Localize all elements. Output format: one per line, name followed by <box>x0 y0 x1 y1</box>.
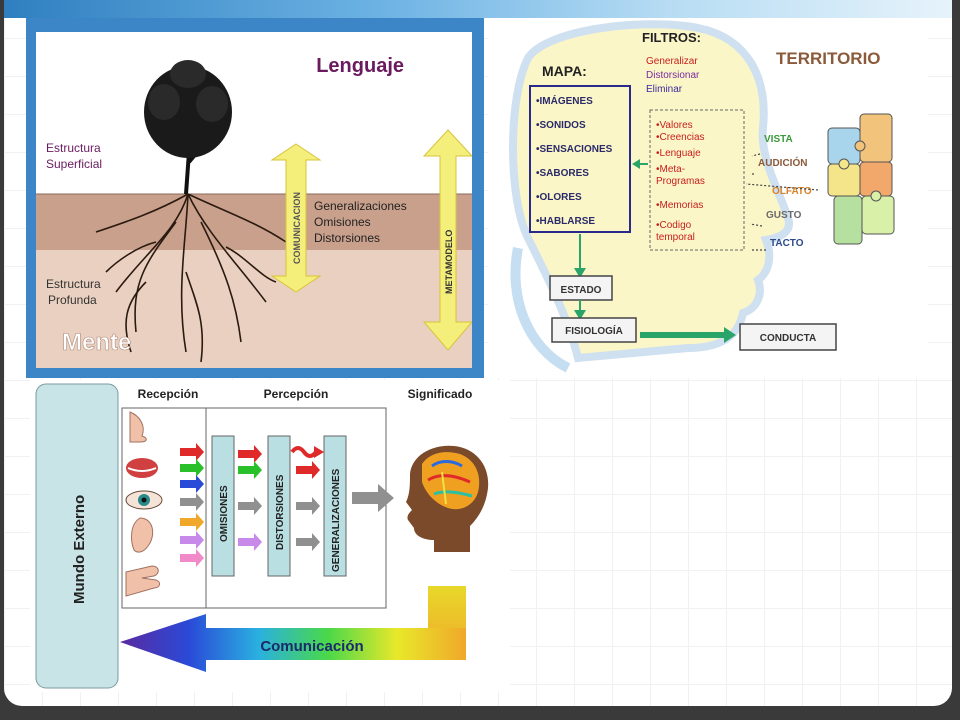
comunicacion-label: Comunicación <box>260 638 363 655</box>
mundo-externo-label: Mundo Externo <box>71 495 88 604</box>
percepcion-header: Percepción <box>264 387 329 401</box>
fisiologia-label: FISIOLOGÍA <box>565 324 623 337</box>
head-brain-icon <box>406 445 489 552</box>
inner-filter-valores: •Valores <box>656 120 693 131</box>
estructura-superficial-label-1: Estructura <box>46 141 101 155</box>
metamodelo-double-arrow <box>422 129 472 351</box>
soil-surface-layer <box>36 194 472 250</box>
comunicacion-label: COMUNICACION <box>292 192 302 264</box>
mundo-externo-box <box>35 383 119 689</box>
mente-label: Mente <box>62 329 131 356</box>
lenguaje-diagram: Lenguaje Estructura Superficial Estructu… <box>26 18 484 378</box>
omisiones-label: OMISIONES <box>219 485 230 542</box>
slide: Lenguaje Estructura Superficial Estructu… <box>4 0 952 706</box>
generalizaciones-box <box>323 435 347 577</box>
filtro-eliminar: Eliminar <box>646 84 683 95</box>
reception-arrows <box>180 443 204 567</box>
inner-filter-meta: •Meta- <box>656 164 685 175</box>
hand-icon <box>125 565 161 597</box>
inner-filter-memorias: •Memorias <box>656 200 703 211</box>
eye-icon <box>125 490 163 510</box>
comunicacion-double-arrow <box>270 143 322 293</box>
proceso-svg: Mundo Externo Recepción Percepción Signi… <box>35 383 489 689</box>
process-omisiones: Omisiones <box>314 215 371 229</box>
process-distorsiones: Distorsiones <box>314 231 380 245</box>
ear-icon <box>131 517 154 553</box>
recepcion-header: Recepción <box>138 387 199 401</box>
puzzle-icon <box>827 113 895 245</box>
conducta-label: CONDUCTA <box>760 333 816 344</box>
nose-icon <box>129 411 147 443</box>
lenguaje-title: Lenguaje <box>316 55 404 77</box>
inner-filter-programas: Programas <box>656 176 705 187</box>
sense-olfato: OLFATO <box>772 186 812 197</box>
process-generalizaciones: Generalizaciones <box>314 199 407 213</box>
estructura-profunda-label-2: Profunda <box>48 293 97 307</box>
omisiones-box <box>211 435 235 577</box>
lenguaje-svg: Lenguaje Estructura Superficial Estructu… <box>36 55 472 368</box>
territorio-label: TERRITORIO <box>776 49 881 68</box>
process-frame <box>121 407 387 609</box>
sense-tacto: TACTO <box>770 238 804 249</box>
filtro-distorsionar: Distorsionar <box>646 70 700 81</box>
omisiones-arrows <box>238 445 262 551</box>
conducta-box <box>739 323 837 351</box>
sense-arrows <box>745 153 819 251</box>
proceso-comunicacion-diagram: Mundo Externo Recepción Percepción Signi… <box>30 380 510 692</box>
inner-filter-temporal: temporal <box>656 232 695 243</box>
inner-filter-lenguaje: •Lenguaje <box>656 148 701 159</box>
mapa-label: MAPA: <box>542 63 587 79</box>
lenguaje-canvas: Lenguaje Estructura Superficial Estructu… <box>36 32 472 368</box>
sense-gusto: GUSTO <box>766 210 802 221</box>
filters-to-mapa-arrow <box>632 159 648 169</box>
filtro-generalizar: Generalizar <box>646 56 698 67</box>
mouth-icon <box>126 458 158 478</box>
comunicacion-arrow <box>120 614 466 672</box>
mapa-item-sensaciones: •SENSACIONES <box>536 144 613 155</box>
sense-audicion: AUDICIÓN <box>758 156 807 169</box>
inner-filter-codigo: •Codigo <box>656 220 692 231</box>
conducta-arrow <box>640 327 736 343</box>
mapa-item-sabores: •SABORES <box>536 168 589 179</box>
mapa-item-olores: •OLORES <box>536 192 582 203</box>
filtros-label: FILTROS: <box>642 30 701 45</box>
territorio-svg: FILTROS: Generalizar Distorsionar Elimin… <box>509 20 895 373</box>
slide-top-bar <box>4 0 952 18</box>
distorsiones-box <box>267 435 291 577</box>
distorsiones-arrows <box>290 446 324 551</box>
fisiologia-box <box>551 317 637 343</box>
estructura-superficial-label-2: Superficial <box>46 157 102 171</box>
to-significado-arrow <box>352 484 394 512</box>
mapa-item-imagenes: •IMÁGENES <box>536 94 593 107</box>
tree-icon <box>144 60 232 195</box>
metamodelo-label: METAMODELO <box>444 230 454 294</box>
generalizaciones-label: GENERALIZACIONES <box>331 468 342 572</box>
sense-vista: VISTA <box>764 134 793 145</box>
mapa-box <box>529 85 631 233</box>
significado-header: Significado <box>408 387 473 401</box>
inner-filters-box <box>649 109 745 251</box>
inner-filter-creencias: •Creencias <box>656 132 705 143</box>
mapa-territorio-diagram: FILTROS: Generalizar Distorsionar Elimin… <box>488 18 928 378</box>
estructura-profunda-label-1: Estructura <box>46 277 101 291</box>
mapa-item-sonidos: •SONIDOS <box>536 120 586 131</box>
roots-icon <box>95 193 287 363</box>
mapa-item-hablarse: •HABLARSE <box>536 216 595 227</box>
distorsiones-label: DISTORSIONES <box>275 474 286 550</box>
estado-label: ESTADO <box>561 285 602 296</box>
